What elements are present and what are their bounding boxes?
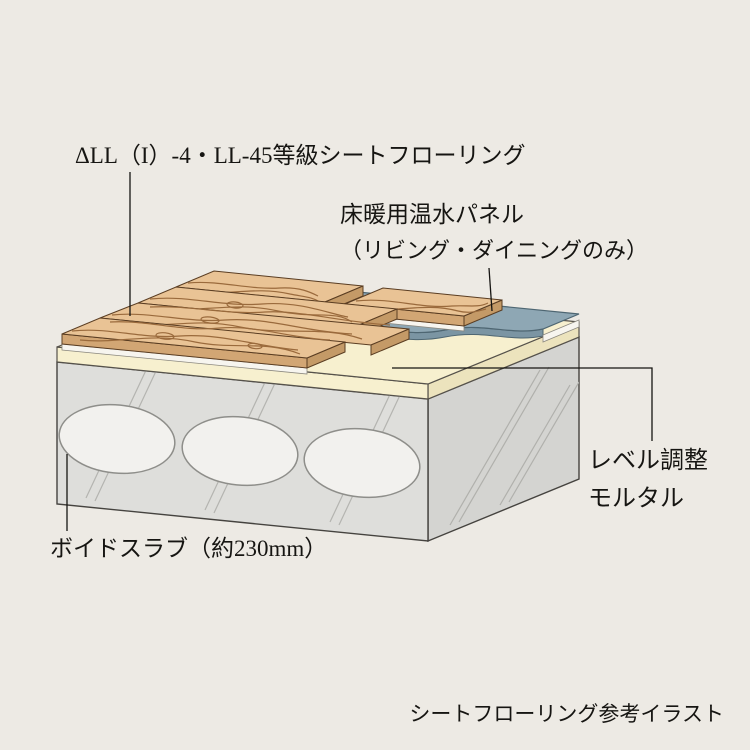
void-hole-2 [181,415,299,487]
label-sheet-flooring: ΔLL（I）-4・LL-45等級シートフローリング [75,143,525,168]
plank-row-2-end-face [370,328,410,356]
sheet-flooring-layer [61,270,503,375]
leader-lines [66,172,653,531]
label-heating-panel-line1: 床暖用温水パネル [340,202,524,227]
void-hole-1 [58,403,176,475]
label-mortar-line1: レベル調整 [588,447,708,474]
slab-side-hatching [449,366,579,526]
void-slab [56,335,580,543]
label-mortar-line2: モルタル [588,486,684,512]
void-holes [58,403,421,499]
void-hole-3 [303,427,421,499]
caption-reference-illustration: シートフローリング参考イラスト [409,702,724,726]
leader-line-mortar [392,367,653,441]
detached-plank-top [344,287,503,317]
plank-row-1-top [61,317,346,359]
wood-grain-texture-row1 [71,321,331,355]
leader-line-heating-panel [488,267,493,312]
panel-underlay-edge [542,319,580,343]
label-void-slab: ボイドスラブ（約230mm） [50,536,327,561]
label-heating-panel-line2: （リビング・ダイニングのみ） [340,238,648,263]
